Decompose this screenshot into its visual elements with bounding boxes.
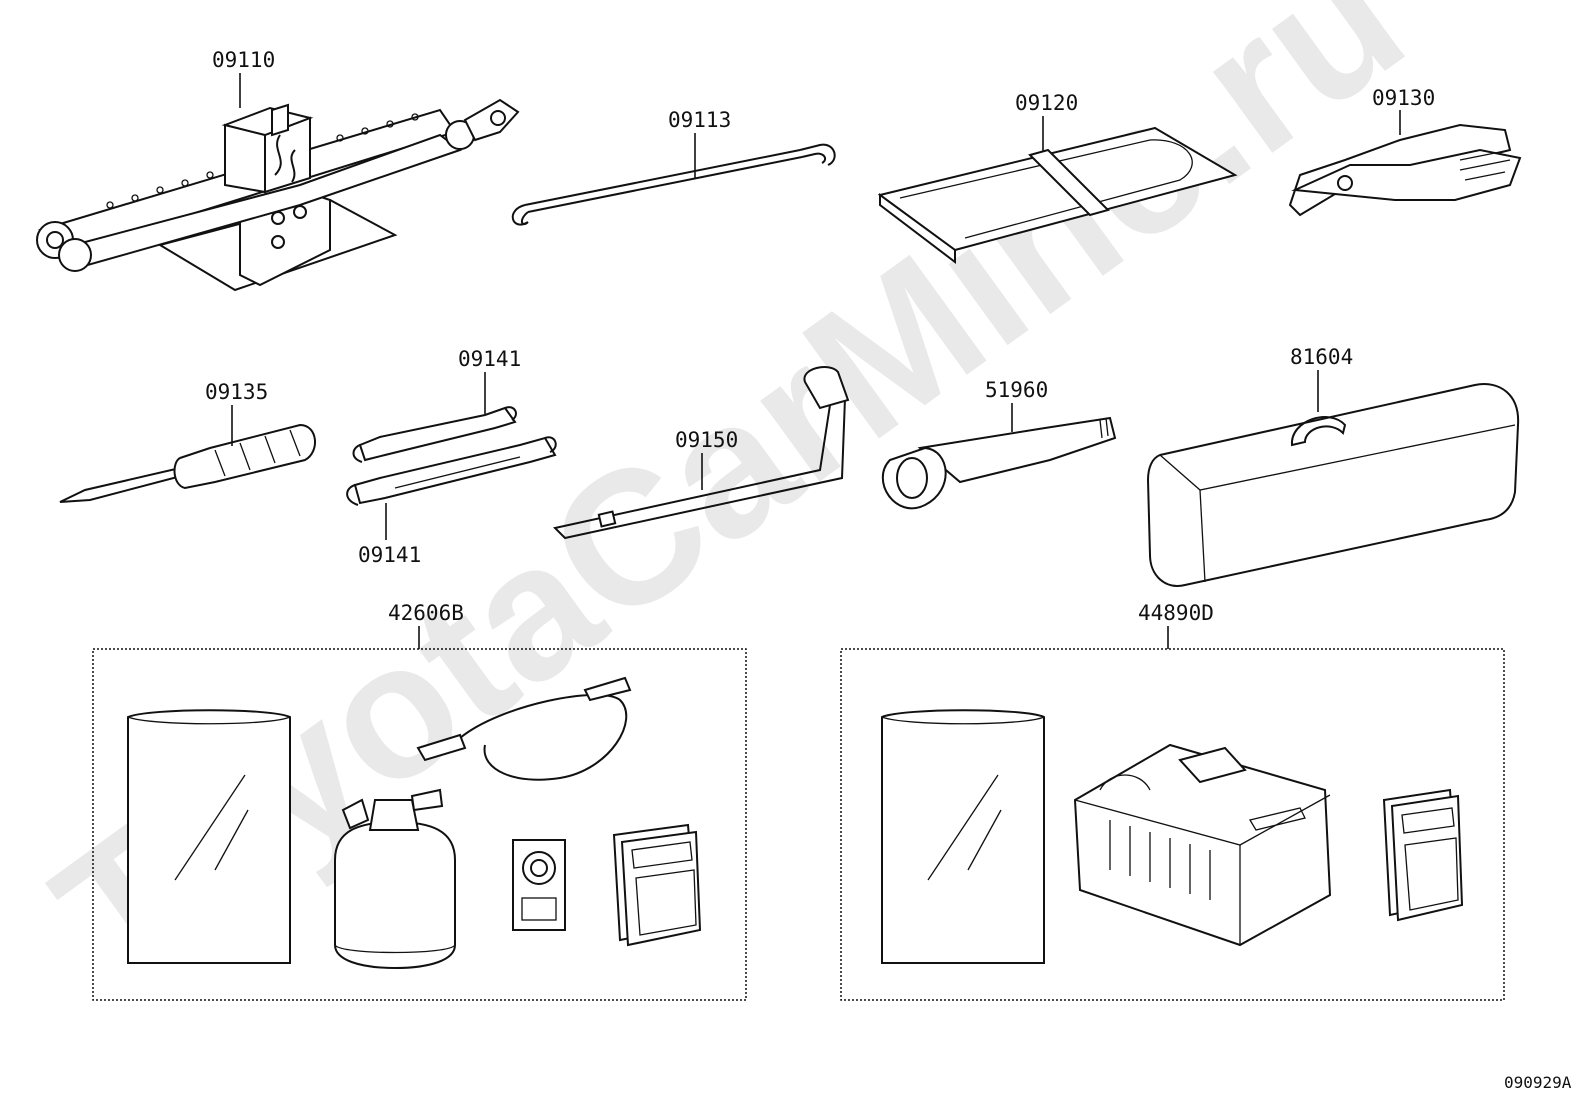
compressor-kit-box xyxy=(840,648,1505,1001)
compressor-kit-bag-illustration xyxy=(881,709,1045,964)
jack-handle-illustration xyxy=(511,143,836,226)
part-number-42606B: 42606B xyxy=(388,601,464,625)
spare-tire-hook-illustration xyxy=(881,416,1117,510)
part-number-81604: 81604 xyxy=(1290,345,1353,369)
repair-kit-sticker-illustration xyxy=(512,839,566,931)
compressor-illustration xyxy=(1073,743,1332,947)
part-number-09113: 09113 xyxy=(668,108,731,132)
part-number-09150: 09150 xyxy=(675,428,738,452)
wrench-top-illustration xyxy=(352,406,517,463)
diagram-reference-code: 090929A xyxy=(1504,1073,1572,1092)
part-number-51960: 51960 xyxy=(985,378,1048,402)
wheel-nut-wrench-illustration xyxy=(552,366,850,540)
part-number-44890D: 44890D xyxy=(1138,601,1214,625)
part-number-09110: 09110 xyxy=(212,48,275,72)
part-number-09141-bottom: 09141 xyxy=(358,543,421,567)
repair-kit-bottle-illustration xyxy=(334,788,456,970)
screwdriver-illustration xyxy=(59,423,316,503)
part-number-09135: 09135 xyxy=(205,380,268,404)
part-number-09120: 09120 xyxy=(1015,91,1078,115)
wrench-bottom-illustration xyxy=(346,436,557,506)
repair-kit-box xyxy=(92,648,747,1001)
part-number-09141-top: 09141 xyxy=(458,347,521,371)
repair-kit-manual-illustration xyxy=(612,823,702,947)
pliers-illustration xyxy=(1288,123,1522,217)
jack-illustration xyxy=(36,98,520,292)
compressor-kit-manual-illustration xyxy=(1382,788,1464,922)
tool-box-illustration xyxy=(1146,383,1520,587)
tool-bag-illustration xyxy=(877,126,1238,265)
part-number-09130: 09130 xyxy=(1372,86,1435,110)
repair-kit-hose-illustration xyxy=(416,676,632,781)
repair-kit-bag-illustration xyxy=(127,709,291,964)
